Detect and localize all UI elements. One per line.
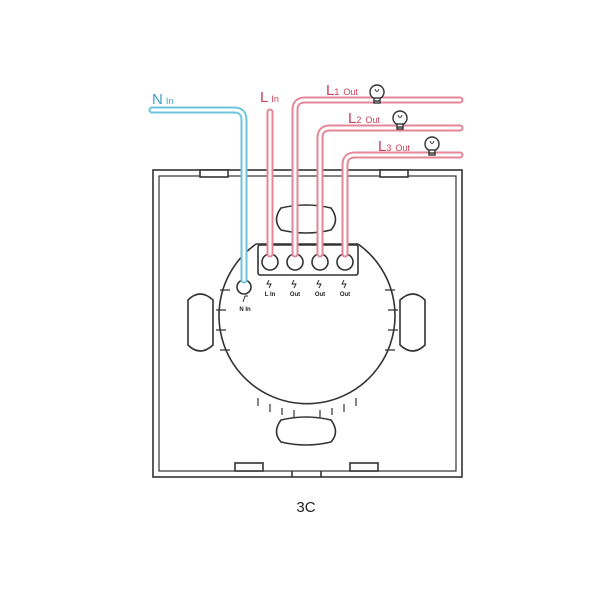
terminal-label-out-1: Out [290, 292, 300, 298]
terminal-label-out-3: Out [340, 292, 350, 298]
wire-neutral [148, 106, 248, 284]
bulb-icon-3 [424, 136, 440, 156]
terminal-label-l-in: L In [265, 292, 276, 298]
wire-out-3 [341, 151, 464, 258]
terminal-glyph-icon-l [242, 279, 347, 303]
model-label: 3C [296, 499, 315, 516]
terminal-labels: L In Out Out Out N In [239, 279, 350, 313]
mounting-body [187, 204, 426, 446]
wire-out-1 [291, 96, 464, 258]
bulb-icon-1 [369, 84, 385, 104]
switch-frame [152, 169, 463, 478]
terminal-label-out-2: Out [315, 292, 325, 298]
wire-out-2 [316, 124, 464, 258]
bulb-icon-2 [392, 110, 408, 130]
bulbs [369, 84, 440, 156]
terminal-label-n-in: N In [239, 307, 251, 313]
terminal-block [236, 244, 359, 295]
wires [148, 96, 464, 284]
